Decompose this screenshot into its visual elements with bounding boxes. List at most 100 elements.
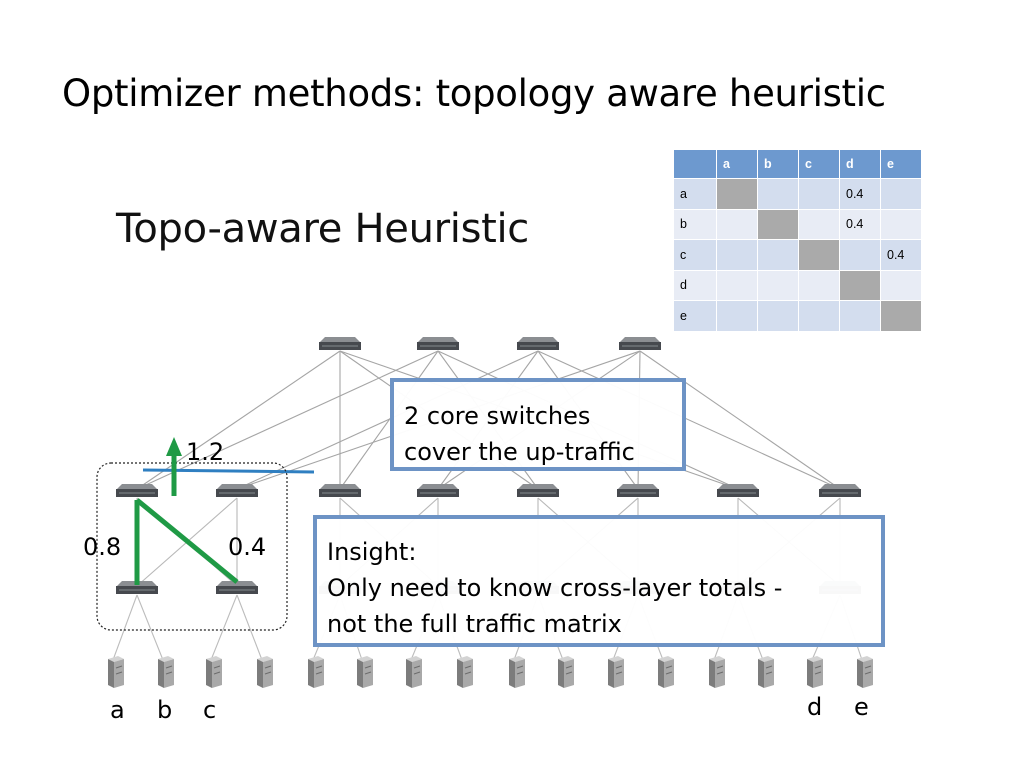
core-agg-link xyxy=(339,350,439,490)
server-bay xyxy=(213,665,221,669)
matrix-cell xyxy=(717,240,757,270)
callout-line: cover the up-traffic xyxy=(404,438,635,466)
matrix-row-header: d xyxy=(674,270,716,300)
matrix-cell xyxy=(881,179,921,209)
server-bay xyxy=(716,671,724,675)
matrix-cell xyxy=(717,179,757,209)
server-bay xyxy=(165,671,173,675)
server-side xyxy=(206,659,212,688)
matrix-cell xyxy=(881,270,921,300)
server-bay xyxy=(264,671,272,675)
aggregation-switch-icon xyxy=(319,484,361,497)
server-side xyxy=(608,659,614,688)
server-side xyxy=(158,659,164,688)
insight-callout: Insight: Only need to know cross-layer t… xyxy=(313,515,885,647)
server-icon xyxy=(158,656,174,688)
core-agg-link xyxy=(537,350,841,490)
matrix-cell xyxy=(717,270,757,300)
server-top xyxy=(509,656,525,662)
server-side xyxy=(857,659,863,688)
server-icon xyxy=(558,656,574,688)
insight-line: not the full traffic matrix xyxy=(327,610,622,638)
core-agg-link xyxy=(236,350,539,490)
core-switches-callout: 2 core switches cover the up-traffic xyxy=(390,378,686,471)
edge-host-link xyxy=(136,594,164,661)
matrix-row-header: e xyxy=(674,301,716,331)
switch-top xyxy=(418,337,458,342)
server-side xyxy=(509,659,515,688)
server-bay xyxy=(213,671,221,675)
switch-top xyxy=(618,484,658,489)
matrix-cell xyxy=(717,209,757,239)
core-switch-icon xyxy=(517,337,559,350)
server-top xyxy=(457,656,473,662)
up-traffic-cut xyxy=(142,468,315,474)
right-link-traffic-label: 0.4 xyxy=(228,533,267,561)
core-switch-icon xyxy=(417,337,459,350)
server-bay xyxy=(864,671,872,675)
core-agg-link xyxy=(136,350,439,490)
server-bay xyxy=(615,665,623,669)
aggregation-switch-icon xyxy=(517,484,559,497)
matrix-cell xyxy=(758,209,798,239)
server-bay xyxy=(765,671,773,675)
server-bay xyxy=(665,671,673,675)
switch-top xyxy=(518,484,558,489)
server-bay xyxy=(765,665,773,669)
server-side xyxy=(357,659,363,688)
server-side xyxy=(406,659,412,688)
server-icon xyxy=(108,656,124,688)
aggregation-switch-icon xyxy=(116,484,158,497)
cut-line xyxy=(142,468,315,474)
server-bay xyxy=(814,671,822,675)
switch-top xyxy=(418,484,458,489)
server-bay xyxy=(716,665,724,669)
server-top xyxy=(558,656,574,662)
server-side xyxy=(807,659,813,688)
server-bay xyxy=(315,671,323,675)
pod-outline xyxy=(96,462,288,631)
matrix-cell: 0.4 xyxy=(840,209,880,239)
matrix-cell xyxy=(881,301,921,331)
server-icon xyxy=(658,656,674,688)
hosts xyxy=(108,656,873,688)
host-label-b: b xyxy=(157,696,173,724)
matrix-cell xyxy=(840,240,880,270)
server-bay xyxy=(565,665,573,669)
server-top xyxy=(709,656,725,662)
matrix-row-header: c xyxy=(674,240,716,270)
server-top xyxy=(158,656,174,662)
server-icon xyxy=(509,656,525,688)
matrix-column-header: d xyxy=(840,150,880,178)
server-top xyxy=(357,656,373,662)
server-top xyxy=(857,656,873,662)
switch-top xyxy=(518,337,558,342)
matrix-row-header: a xyxy=(674,179,716,209)
aggregation-switch-icon xyxy=(819,484,861,497)
server-icon xyxy=(857,656,873,688)
matrix-corner-cell xyxy=(674,150,716,178)
server-icon xyxy=(206,656,222,688)
server-icon xyxy=(308,656,324,688)
matrix-cell: 0.4 xyxy=(840,179,880,209)
server-icon xyxy=(709,656,725,688)
matrix-cell xyxy=(799,209,839,239)
matrix-cell xyxy=(717,301,757,331)
switch-top xyxy=(117,484,157,489)
insight-heading: Insight: xyxy=(327,538,417,566)
server-top xyxy=(108,656,124,662)
server-icon xyxy=(406,656,422,688)
core-switch-icon xyxy=(619,337,661,350)
core-switch-icon xyxy=(319,337,361,350)
matrix-cell xyxy=(758,240,798,270)
insight-line: Only need to know cross-layer totals - xyxy=(327,574,783,602)
server-bay xyxy=(665,665,673,669)
server-bay xyxy=(464,671,472,675)
diagram-heading: Topo-aware Heuristic xyxy=(116,206,530,252)
matrix-cell xyxy=(758,301,798,331)
host-label-a: a xyxy=(110,696,125,724)
server-top xyxy=(257,656,273,662)
matrix-row: d xyxy=(674,270,921,300)
